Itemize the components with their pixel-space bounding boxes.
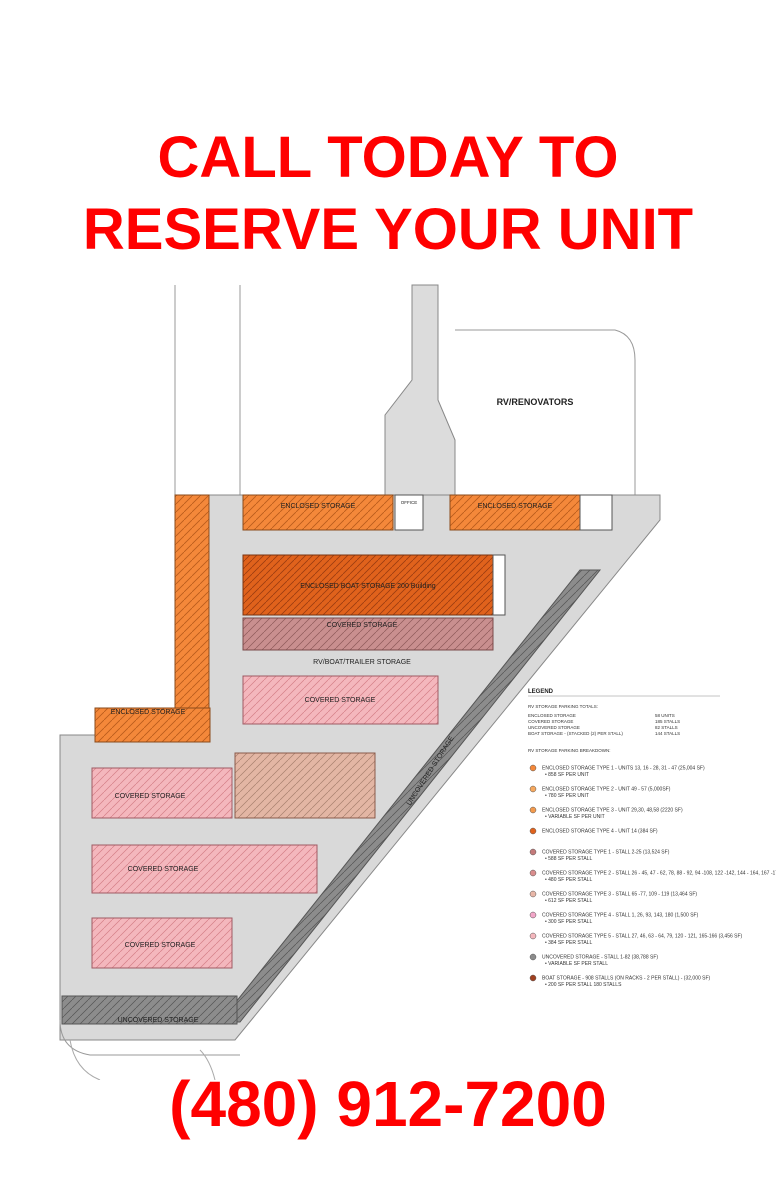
uncovered-storage-bottom-label: UNCOVERED STORAGE bbox=[118, 1017, 199, 1024]
covered-storage-row-2 bbox=[242, 675, 439, 725]
legend-item-label: ENCLOSED STORAGE TYPE 4 - UNIT 14 (384 S… bbox=[542, 829, 658, 835]
legend-title: LEGEND bbox=[528, 689, 554, 695]
covered-storage-block-4-label: COVERED STORAGE bbox=[128, 866, 199, 873]
headline-line-1: CALL TODAY TO bbox=[157, 125, 619, 190]
legend-swatch bbox=[529, 764, 537, 772]
rv-boat-trailer-label: RV/BOAT/TRAILER STORAGE bbox=[313, 659, 411, 666]
legend-item-label: ENCLOSED STORAGE TYPE 1 - UNITS 13, 16 -… bbox=[542, 766, 705, 772]
legend-total-label: UNCOVERED STORAGE bbox=[528, 725, 580, 730]
covered-storage-block-3b bbox=[234, 752, 376, 819]
enclosed-storage-left-column bbox=[174, 494, 210, 711]
office-building bbox=[394, 494, 424, 531]
legend-swatch bbox=[529, 953, 537, 961]
legend-totals: ENCLOSED STORAGE 58 UNITS COVERED STORAGE 1… bbox=[528, 713, 680, 736]
legend-item-detail: • 588 SF PER STALL bbox=[545, 856, 592, 862]
legend-total-value: 58 UNITS bbox=[655, 713, 675, 718]
covered-storage-block-4 bbox=[91, 844, 318, 894]
legend-swatch bbox=[529, 827, 537, 835]
legend-item-detail: • 612 SF PER STALL bbox=[545, 898, 592, 904]
legend-total-value: 185 STALLS bbox=[655, 719, 680, 724]
legend-item-detail: • 200 SF PER STALL 180 STALLS bbox=[545, 982, 622, 988]
legend-item-detail: • VARIABLE SF PER STALL bbox=[545, 961, 608, 967]
enclosed-storage-top-right bbox=[449, 494, 581, 531]
legend-swatch bbox=[529, 785, 537, 793]
enclosed-storage-left-label: ENCLOSED STORAGE bbox=[111, 709, 186, 716]
legend-item-label: ENCLOSED STORAGE TYPE 3 - UNIT 29,30, 48… bbox=[542, 808, 683, 814]
legend-item-label: UNCOVERED STORAGE - STALL 1-82 (38,788 S… bbox=[542, 955, 658, 961]
legend-item-label: COVERED STORAGE TYPE 2 - STALL 26 - 45, … bbox=[542, 871, 776, 877]
covered-storage-block-5 bbox=[91, 917, 233, 969]
legend-totals-header: RV STORAGE PARKING TOTALS: bbox=[528, 704, 598, 709]
legend-swatch bbox=[529, 869, 537, 877]
enclosed-boat-storage-label: ENCLOSED BOAT STORAGE 200 Building bbox=[300, 583, 435, 590]
covered-storage-block-3-label: COVERED STORAGE bbox=[115, 793, 186, 800]
legend-swatch bbox=[529, 911, 537, 919]
legend-swatch bbox=[529, 848, 537, 856]
enclosed-storage-top-left-label: ENCLOSED STORAGE bbox=[281, 503, 356, 510]
site-plan-map: ENCLOSED STORAGE OFFICE ENCLOSED STORAGE… bbox=[59, 284, 776, 1080]
covered-storage-block-3a bbox=[91, 767, 233, 819]
legend-total-value: 82 STALLS bbox=[655, 725, 678, 730]
legend-item-detail: • 858 SF PER UNIT bbox=[545, 772, 589, 778]
legend-item-detail: • 300 SF PER STALL bbox=[545, 919, 592, 925]
legend-total-label: BOAT STORAGE - (STACKED (2) PER STALL) bbox=[528, 731, 623, 736]
covered-storage-row-1 bbox=[242, 617, 494, 651]
bottom-road bbox=[59, 1019, 240, 1056]
legend: LEGEND RV STORAGE PARKING TOTALS: ENCLOS… bbox=[528, 689, 776, 988]
enclosed-storage-top-left bbox=[242, 494, 394, 531]
legend-swatch bbox=[529, 932, 537, 940]
legend-total-label: ENCLOSED STORAGE bbox=[528, 713, 576, 718]
enclosed-storage-top-right-label: ENCLOSED STORAGE bbox=[478, 503, 553, 510]
legend-total-value: 144 STALLS bbox=[655, 731, 680, 736]
legend-swatch bbox=[529, 890, 537, 898]
office-label: OFFICE bbox=[401, 500, 418, 505]
covered-storage-row-1-label: COVERED STORAGE bbox=[327, 622, 398, 629]
headline-line-2: RESERVE YOUR UNIT bbox=[82, 197, 694, 262]
legend-item-label: ENCLOSED STORAGE TYPE 2 - UNIT 49 - 57 (… bbox=[542, 787, 671, 793]
site-boundary bbox=[174, 285, 636, 495]
legend-item-detail: • 384 SF PER STALL bbox=[545, 940, 592, 946]
legend-item-detail: • 780 SF PER UNIT bbox=[545, 793, 589, 799]
enclosed-storage-left bbox=[94, 707, 211, 743]
rv-renovators-label: RV/RENOVATORS bbox=[497, 397, 574, 407]
access-road bbox=[384, 284, 456, 496]
legend-total-label: COVERED STORAGE bbox=[528, 719, 573, 724]
phone-number[interactable]: (480) 912-7200 bbox=[169, 1068, 607, 1140]
covered-storage-row-2-label: COVERED STORAGE bbox=[305, 697, 376, 704]
legend-breakdown-header: RV STORAGE PARKING BREAKDOWN: bbox=[528, 748, 611, 753]
legend-item-detail: • VARIABLE SF PER UNIT bbox=[545, 814, 605, 820]
enclosed-boat-storage bbox=[242, 554, 494, 616]
legend-item-label: COVERED STORAGE TYPE 5 - STALL 27, 46, 6… bbox=[542, 934, 743, 940]
uncovered-storage-diagonal bbox=[218, 569, 602, 1023]
legend-items: ENCLOSED STORAGE TYPE 1 - UNITS 13, 16 -… bbox=[529, 764, 776, 988]
legend-item-label: COVERED STORAGE TYPE 1 - STALL 2-25 (13,… bbox=[542, 850, 670, 856]
legend-item-detail: • 480 SF PER STALL bbox=[545, 877, 592, 883]
legend-item-label: COVERED STORAGE TYPE 4 - STALL 1, 26, 93… bbox=[542, 913, 699, 919]
legend-swatch bbox=[529, 974, 537, 982]
covered-storage-block-5-label: COVERED STORAGE bbox=[125, 942, 196, 949]
legend-swatch bbox=[529, 806, 537, 814]
legend-item-label: BOAT STORAGE - 908 STALLS (ON RACKS - 2 … bbox=[542, 976, 711, 982]
uncovered-storage-bottom bbox=[61, 995, 238, 1025]
legend-item-label: COVERED STORAGE TYPE 3 - STALL 65 -77, 1… bbox=[542, 892, 697, 898]
